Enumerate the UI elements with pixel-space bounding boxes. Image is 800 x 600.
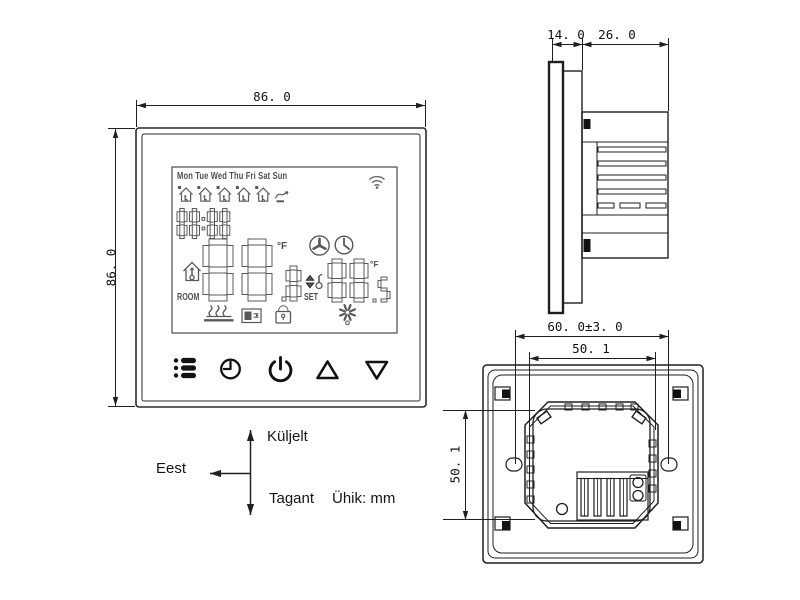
power-icon	[268, 356, 293, 383]
dim-back-hole-spacing: 60. 0±3. 0	[547, 319, 623, 334]
front-view	[135, 127, 427, 408]
lcd-room-unit: °F	[277, 241, 288, 252]
front-panel-outline	[135, 127, 427, 408]
heating-icon	[204, 304, 234, 322]
house-icon	[183, 261, 201, 282]
label-side-view: Küljelt	[267, 428, 308, 445]
up-button[interactable]	[308, 352, 348, 393]
lcd-set-label: SET	[304, 292, 319, 303]
menu-icon	[173, 357, 196, 379]
octagon-plate-outer	[524, 401, 659, 529]
corner-latch-left	[536, 410, 552, 425]
mounting-clips	[494, 386, 689, 531]
corner-latch-right	[631, 410, 647, 425]
period-return-icon	[216, 186, 232, 202]
dim-front-width: 86. 0	[253, 89, 291, 104]
side-middle-panel	[562, 70, 583, 304]
side-clip-top	[583, 119, 591, 129]
dim-side-back-depth: 26. 0	[598, 27, 636, 42]
menu-button[interactable]	[166, 352, 206, 397]
lcd-screen	[171, 166, 398, 334]
label-front-view: Eest	[156, 460, 187, 477]
front-panel-inner-outline	[141, 133, 421, 402]
clock-icon	[220, 358, 241, 380]
set-temp-display	[327, 258, 391, 303]
power-button[interactable]	[261, 351, 301, 396]
dim-back-width: 50. 1	[572, 341, 610, 356]
triangle-down-icon	[365, 360, 389, 380]
side-view	[547, 60, 669, 315]
period-icons-row	[178, 186, 289, 203]
period-out-icon	[235, 186, 251, 202]
mount-hole-left	[505, 457, 523, 472]
side-back-box	[581, 111, 669, 259]
triangle-up-icon	[316, 360, 339, 380]
lcd-room-label: ROOM	[177, 292, 200, 303]
period-home-icon	[255, 186, 271, 202]
period-sleep-icon	[274, 191, 289, 203]
lock-icon	[275, 305, 292, 324]
fan-icon	[309, 235, 330, 256]
valve-icon	[241, 308, 262, 324]
side-front-panel	[547, 60, 565, 315]
dim-side-front-depth: 14. 0	[547, 27, 585, 42]
screw-hole	[555, 502, 569, 516]
side-heatsink-fins	[597, 146, 667, 209]
lcd-days-of-week: Mon Tue Wed Thu Fri Sat Sun	[177, 170, 288, 182]
dimension-lines	[108, 38, 669, 520]
side-clip-bottom	[583, 239, 591, 252]
back-module-body	[532, 408, 651, 522]
set-adjust-icon	[305, 273, 323, 290]
back-view	[482, 364, 704, 564]
period-wake-icon	[178, 186, 193, 202]
dim-back-height: 50. 1	[447, 445, 463, 484]
period-leave-icon	[197, 186, 213, 202]
down-button[interactable]	[357, 352, 399, 393]
terminal-block	[576, 471, 649, 521]
module-teeth	[526, 403, 657, 504]
wifi-icon	[369, 175, 385, 189]
back-frame-outline	[482, 364, 704, 564]
time-display	[176, 208, 231, 239]
label-unit-note: Ühik: mm	[332, 490, 396, 507]
room-temp-display	[202, 238, 302, 302]
lcd-set-unit: °F	[370, 259, 379, 269]
label-back-view: Tagant	[269, 490, 315, 507]
octagon-plate-inner	[529, 405, 655, 524]
clock-button[interactable]	[211, 350, 251, 395]
clock-icon	[334, 235, 354, 255]
dim-front-height: 86. 0	[103, 248, 119, 287]
fan-speed-icon	[339, 304, 356, 326]
